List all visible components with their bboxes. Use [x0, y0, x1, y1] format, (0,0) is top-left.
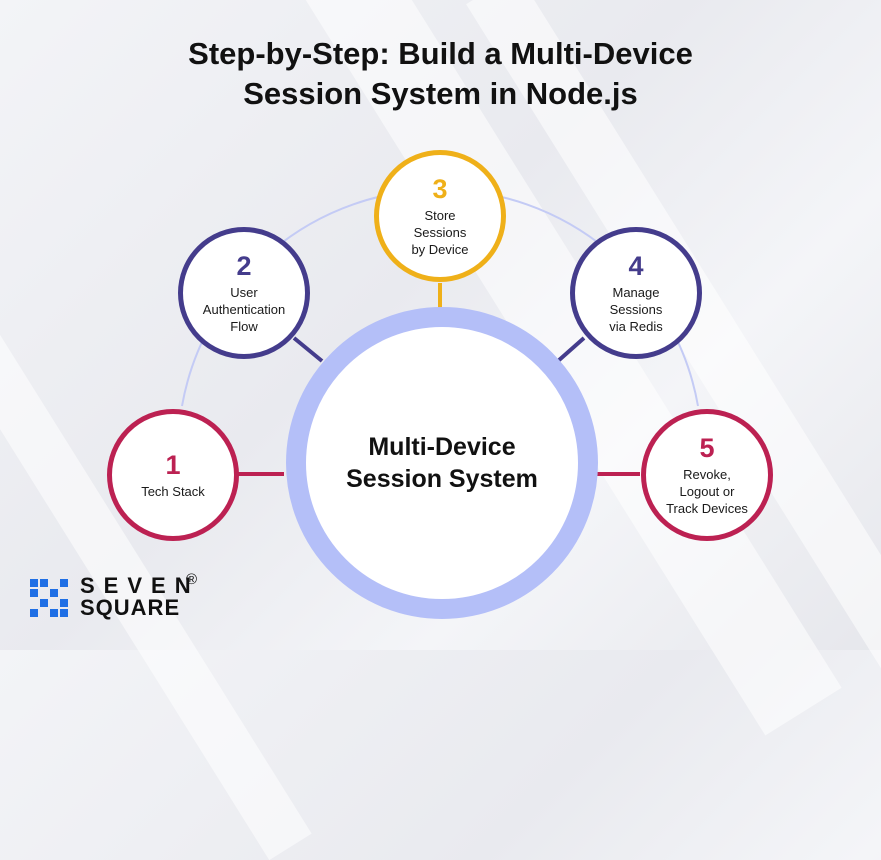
- step-4-label: Manage Sessions via Redis: [609, 285, 663, 334]
- center-label: Multi-Device Session System: [346, 433, 538, 493]
- step-2-label: User Authentication Flow: [202, 285, 286, 334]
- step-2-number: 2: [236, 251, 252, 281]
- title-line-2: Session System in Node.js: [243, 76, 638, 111]
- step-4-number: 4: [628, 251, 644, 281]
- step-1-label: Tech Stack: [141, 484, 205, 499]
- step-4-node: 4 Manage Sessions via Redis: [570, 227, 702, 359]
- step-1-node: 1 Tech Stack: [107, 409, 239, 541]
- pixel-grid-logo-icon: [30, 579, 70, 619]
- registered-mark: ®: [186, 571, 198, 588]
- connector-step-2: [292, 336, 324, 363]
- logo-word-square: SQUARE: [80, 595, 181, 620]
- page-title: Step-by-Step: Build a Multi-Device Sessi…: [0, 34, 881, 114]
- step-3-label: Store Sessions by Device: [411, 208, 469, 257]
- logo-word-seven: SEVEN: [80, 573, 200, 598]
- step-5-number: 5: [699, 433, 715, 463]
- title-line-1: Step-by-Step: Build a Multi-Device: [188, 36, 693, 71]
- step-5-label: Revoke, Logout or Track Devices: [666, 467, 748, 516]
- center-node: Multi-Device Session System: [286, 307, 598, 619]
- step-3-node: 3 Store Sessions by Device: [374, 150, 506, 282]
- step-3-number: 3: [432, 174, 448, 204]
- connector-step-4: [556, 336, 586, 363]
- step-1-number: 1: [165, 450, 181, 480]
- step-5-node: 5 Revoke, Logout or Track Devices: [641, 409, 773, 541]
- step-2-node: 2 User Authentication Flow: [178, 227, 310, 359]
